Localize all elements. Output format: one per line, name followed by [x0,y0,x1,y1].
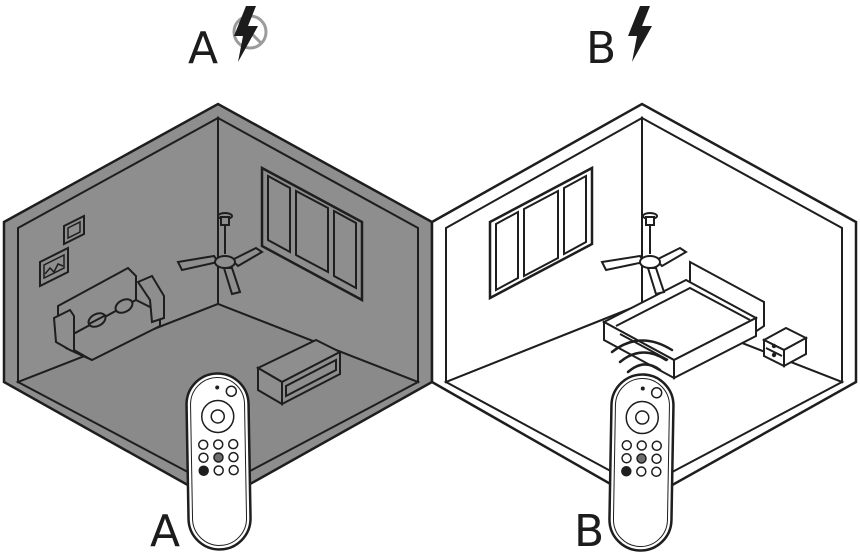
remote-a-keypad [197,438,239,476]
wall-frame-picture [39,246,69,288]
remote-b-fan-button[interactable] [650,387,663,399]
room-a-top-label: A [188,23,218,74]
remote-a [184,371,253,552]
remote-b-indicator-dot [640,386,645,391]
room-b-top-label: B [586,23,616,74]
remote-b-keypad [621,440,663,478]
room-b: B B [430,6,858,556]
room-a-ceiling-fan [176,212,264,296]
remote-b [607,372,676,553]
remote-a-indicator-dot [215,385,220,390]
wall-frame-small [63,214,85,246]
remote-a-fan-button[interactable] [225,385,238,397]
remote-a-label: A [150,506,180,556]
room-b-ceiling-fan [600,212,688,296]
remote-b-label: B [574,506,604,556]
lightning-power-icon [628,6,652,62]
sofa [52,266,165,362]
signal-waves-icon [610,339,674,374]
room-a-window [260,165,364,303]
room-a: A A [2,6,434,556]
remote-b-dpad-center[interactable] [634,410,650,425]
nightstand [761,326,809,368]
room-b-window [488,165,594,301]
coffee-table [255,338,343,406]
remote-a-dpad-center[interactable] [210,409,225,424]
lightning-no-power-icon [232,6,268,62]
